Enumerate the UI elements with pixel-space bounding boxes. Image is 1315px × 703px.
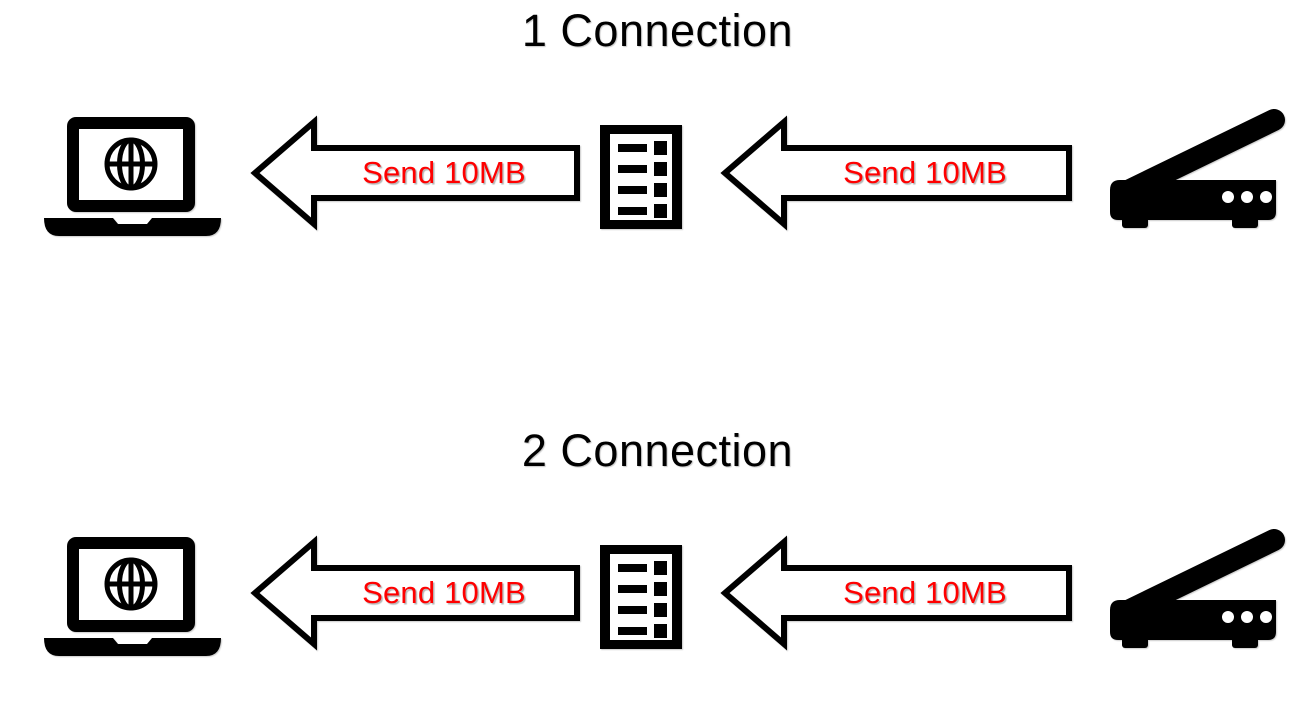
connection-row-2: Send 10MB Send 10MB bbox=[0, 520, 1315, 680]
flow-arrow-2-left: Send 10MB bbox=[250, 535, 580, 651]
laptop-globe-icon bbox=[40, 114, 225, 239]
laptop-globe-icon bbox=[40, 534, 225, 659]
section-title-2: 2 Connection bbox=[521, 425, 794, 476]
router-icon bbox=[1108, 108, 1285, 228]
router-icon bbox=[1108, 528, 1285, 648]
flow-arrow-1-right: Send 10MB bbox=[720, 115, 1072, 231]
server-rack-icon bbox=[597, 122, 685, 232]
connection-row-1: Send 10MB Send 10MB bbox=[0, 100, 1315, 260]
section-title-1: 1 Connection bbox=[521, 5, 794, 56]
server-rack-icon bbox=[597, 542, 685, 652]
flow-arrow-1-left: Send 10MB bbox=[250, 115, 580, 231]
flow-arrow-2-right: Send 10MB bbox=[720, 535, 1072, 651]
